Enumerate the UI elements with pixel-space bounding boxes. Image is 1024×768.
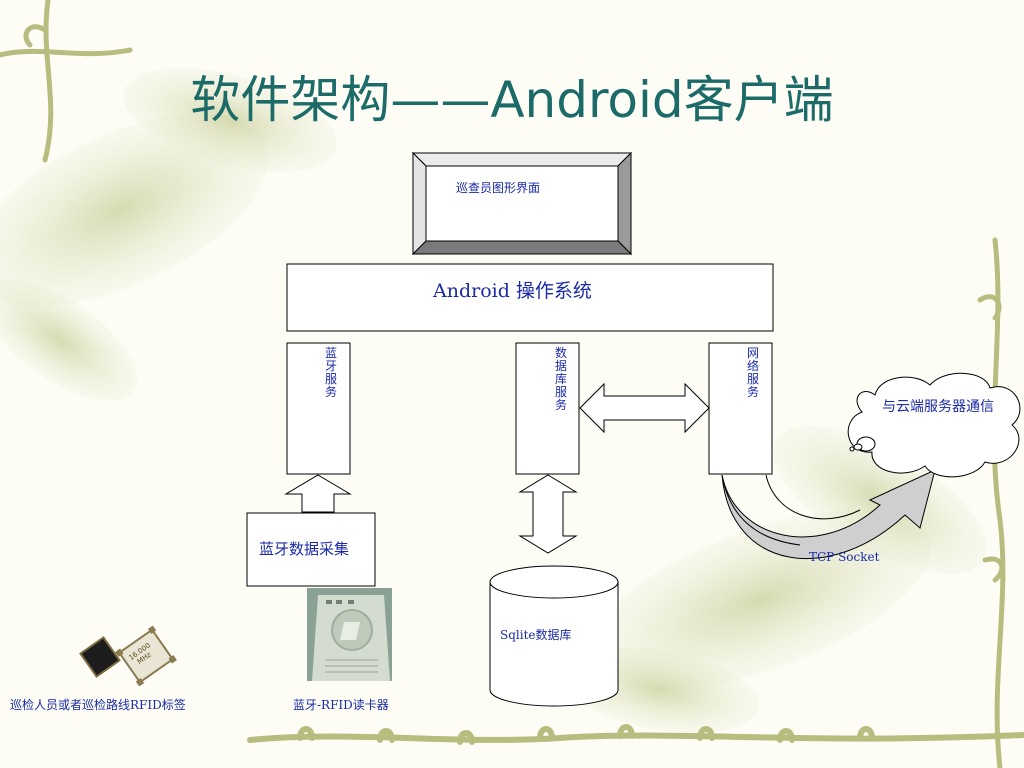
cloud-shape [847,372,1021,478]
leaf-cluster-top-left [0,68,337,402]
database-service-label: 数据库服务 [554,346,567,412]
gui-box [411,151,633,256]
tcp-curved-arrow [721,469,936,559]
bluetooth-service-label: 蓝牙服务 [324,346,337,399]
bluetooth-collect-box [246,512,376,587]
tcp-socket-label: TCP Socket [809,550,880,564]
page-title: 软件架构——Android客户端 [190,71,834,129]
bluetooth-collect-label: 蓝牙数据采集 [259,540,350,558]
reader-caption: 蓝牙-RFID读卡器 [293,698,389,712]
sqlite-label: Sqlite数据库 [500,628,572,642]
rfid-tag-caption: 巡检人员或者巡检路线RFID标签 [10,698,186,712]
sqlite-cylinder [489,565,619,707]
cloud-label: 与云端服务器通信 [882,399,994,415]
vine-bottom [247,724,1024,745]
network-service-label: 网络服务 [746,346,759,399]
network-service-box [708,342,773,475]
vine-left [0,0,133,163]
db-network-double-arrow [579,382,710,434]
bluetooth-up-arrow [284,474,352,513]
rfid-tag-image [79,625,177,687]
db-sqlite-double-arrow [518,474,578,554]
os-label: Android 操作系统 [433,280,592,302]
os-box [286,263,774,332]
vine-right [977,237,1006,768]
gui-label: 巡查员图形界面 [456,181,541,195]
rfid-reader-image [307,588,392,681]
database-service-box [515,342,580,475]
bluetooth-service-box [286,342,351,475]
